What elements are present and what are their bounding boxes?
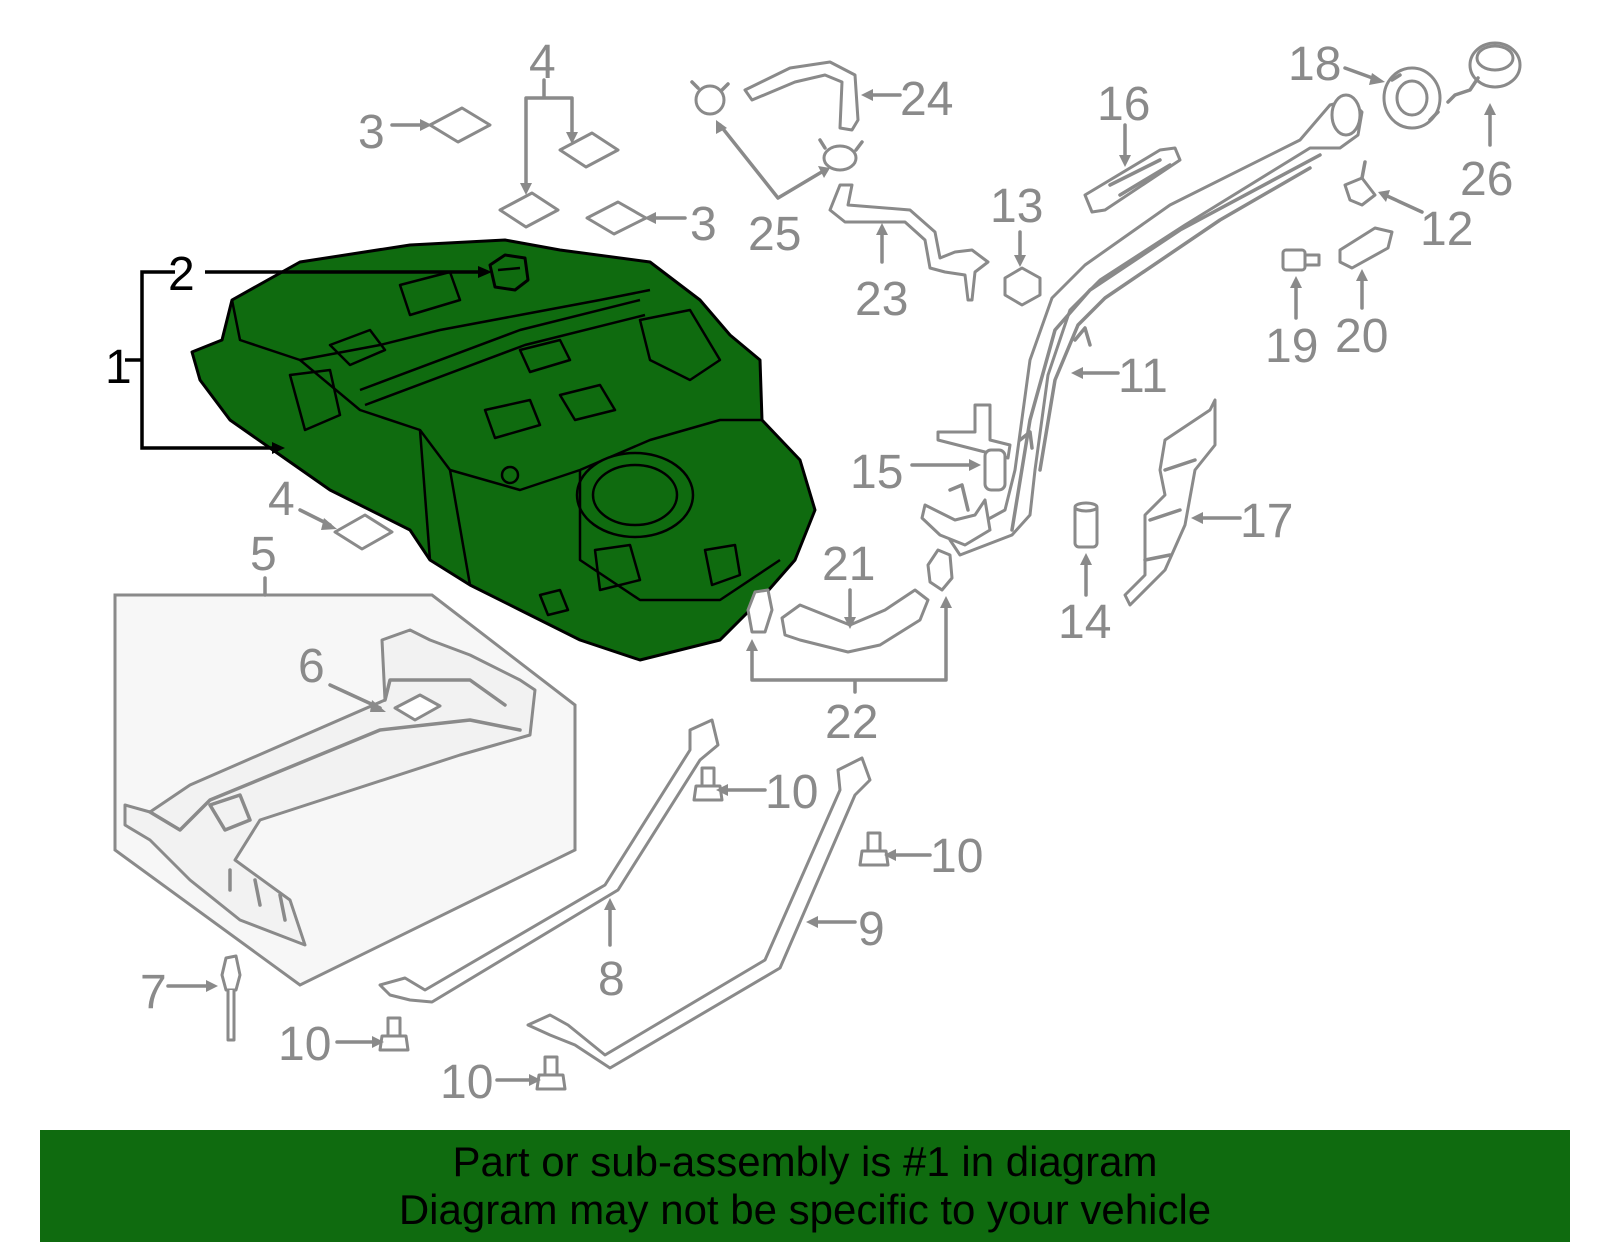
callout-14-label: 14 <box>1058 596 1111 649</box>
callout-11: 11 <box>1071 350 1168 403</box>
hose-part-20[interactable] <box>1338 226 1394 270</box>
pad-part-3-right[interactable] <box>585 200 648 236</box>
fuel-tank-valve-part-2[interactable] <box>488 253 530 292</box>
hose-part-24[interactable] <box>743 60 860 132</box>
callout-13-label: 13 <box>990 180 1043 233</box>
callout-15: 15 <box>850 446 981 499</box>
callout-4-lower: 4 <box>268 473 337 530</box>
callout-10-b: 10 <box>884 830 983 883</box>
callout-25: 25 <box>716 120 830 261</box>
callout-8: 8 <box>598 898 625 1006</box>
bolt-part-10-c[interactable] <box>378 1016 410 1052</box>
hose-part-23[interactable] <box>828 183 990 302</box>
callout-6-label: 6 <box>298 640 325 693</box>
pad-part-4-lower[interactable] <box>333 513 394 551</box>
callout-13: 13 <box>990 180 1043 267</box>
callout-12-label: 12 <box>1420 203 1473 256</box>
strap-part-9[interactable] <box>526 756 872 1070</box>
bolt-part-10-b[interactable] <box>858 831 890 867</box>
filler-pipe-part-11[interactable] <box>948 93 1364 557</box>
callout-23-label: 23 <box>855 273 908 326</box>
callout-17: 17 <box>1191 495 1293 548</box>
callout-18: 18 <box>1288 38 1385 91</box>
callout-10d-label: 10 <box>440 1056 493 1109</box>
valve-part-19[interactable] <box>1281 248 1321 272</box>
callout-10-a: 10 <box>716 766 818 819</box>
callout-21: 21 <box>822 538 875 629</box>
clip-part-12[interactable] <box>1343 160 1377 207</box>
clamp-part-25-top[interactable] <box>690 80 730 116</box>
callout-24: 24 <box>861 73 953 126</box>
grommet-part-14[interactable] <box>1073 501 1099 549</box>
callout-11-label: 11 <box>1118 350 1168 403</box>
callout-20: 20 <box>1335 269 1388 363</box>
callout-19: 19 <box>1265 276 1318 373</box>
nut-part-13[interactable] <box>1003 266 1042 307</box>
callout-22: 22 <box>746 596 952 749</box>
pad-part-3-top[interactable] <box>428 106 492 144</box>
callout-22-label: 22 <box>825 696 878 749</box>
callout-5-label: 5 <box>250 528 277 581</box>
clamp-part-25-mid[interactable] <box>818 138 864 172</box>
callout-16: 16 <box>1097 78 1150 167</box>
callout-4a-label: 4 <box>529 36 556 89</box>
callout-7-label: 7 <box>140 966 167 1019</box>
clamp-part-22-right[interactable] <box>926 548 954 592</box>
clamp-part-22-left[interactable] <box>746 588 774 634</box>
callout-9: 9 <box>806 903 885 956</box>
callout-12: 12 <box>1378 190 1473 256</box>
fuel-cap-part-26[interactable] <box>1446 41 1522 104</box>
callout-10b-label: 10 <box>930 830 983 883</box>
callout-2-label: 2 <box>168 248 195 301</box>
bolt-part-10-a[interactable] <box>692 766 724 802</box>
callout-24-label: 24 <box>900 73 953 126</box>
rivet-part-7[interactable] <box>220 954 242 1042</box>
callout-3b-label: 3 <box>690 198 717 251</box>
strap-part-8[interactable] <box>378 718 720 1004</box>
callout-10-d: 10 <box>440 1056 541 1109</box>
banner-line-2: Diagram may not be specific to your vehi… <box>398 1186 1212 1233</box>
heat-shield-part-6[interactable] <box>123 628 537 947</box>
callout-21-label: 21 <box>822 538 875 591</box>
callout-19-label: 19 <box>1265 320 1318 373</box>
callout-1: 1 <box>105 270 285 454</box>
callout-15-label: 15 <box>850 446 903 499</box>
info-banner: Part or sub-assembly is #1 in diagram Di… <box>40 1130 1570 1242</box>
callout-26-label: 26 <box>1460 153 1513 206</box>
callout-6: 6 <box>298 640 386 712</box>
hose-part-21[interactable] <box>780 588 930 654</box>
callout-2: 2 <box>168 248 492 301</box>
callout-20-label: 20 <box>1335 310 1388 363</box>
callout-26: 26 <box>1460 103 1513 206</box>
vent-pipe-part-15[interactable] <box>920 403 1012 547</box>
callout-3a-label: 3 <box>358 106 385 159</box>
callout-8-label: 8 <box>598 953 625 1006</box>
callout-14: 14 <box>1058 553 1111 649</box>
callout-10-c: 10 <box>278 1018 384 1071</box>
banner-line-1: Part or sub-assembly is #1 in diagram <box>452 1138 1158 1185</box>
callout-16-label: 16 <box>1097 78 1150 131</box>
callout-4b-label: 4 <box>268 473 295 526</box>
callout-10c-label: 10 <box>278 1018 331 1071</box>
callout-4-top: 4 <box>520 36 578 195</box>
fuel-tank-part-1[interactable] <box>190 238 817 662</box>
bolt-part-10-d[interactable] <box>535 1055 567 1091</box>
pad-part-4-top[interactable] <box>498 131 620 229</box>
shield-part-17[interactable] <box>1123 398 1217 607</box>
callout-3-top: 3 <box>358 106 432 159</box>
ring-part-18[interactable] <box>1382 66 1442 130</box>
callout-10a-label: 10 <box>765 766 818 819</box>
protector-part-16[interactable] <box>1083 146 1182 214</box>
callout-3-right: 3 <box>644 198 717 251</box>
callout-23: 23 <box>855 223 908 326</box>
callout-9-label: 9 <box>858 903 885 956</box>
callout-17-label: 17 <box>1240 495 1293 548</box>
callout-7: 7 <box>140 966 218 1019</box>
callout-1-label: 1 <box>105 341 132 394</box>
callout-18-label: 18 <box>1288 38 1341 91</box>
callout-25-label: 25 <box>748 208 801 261</box>
